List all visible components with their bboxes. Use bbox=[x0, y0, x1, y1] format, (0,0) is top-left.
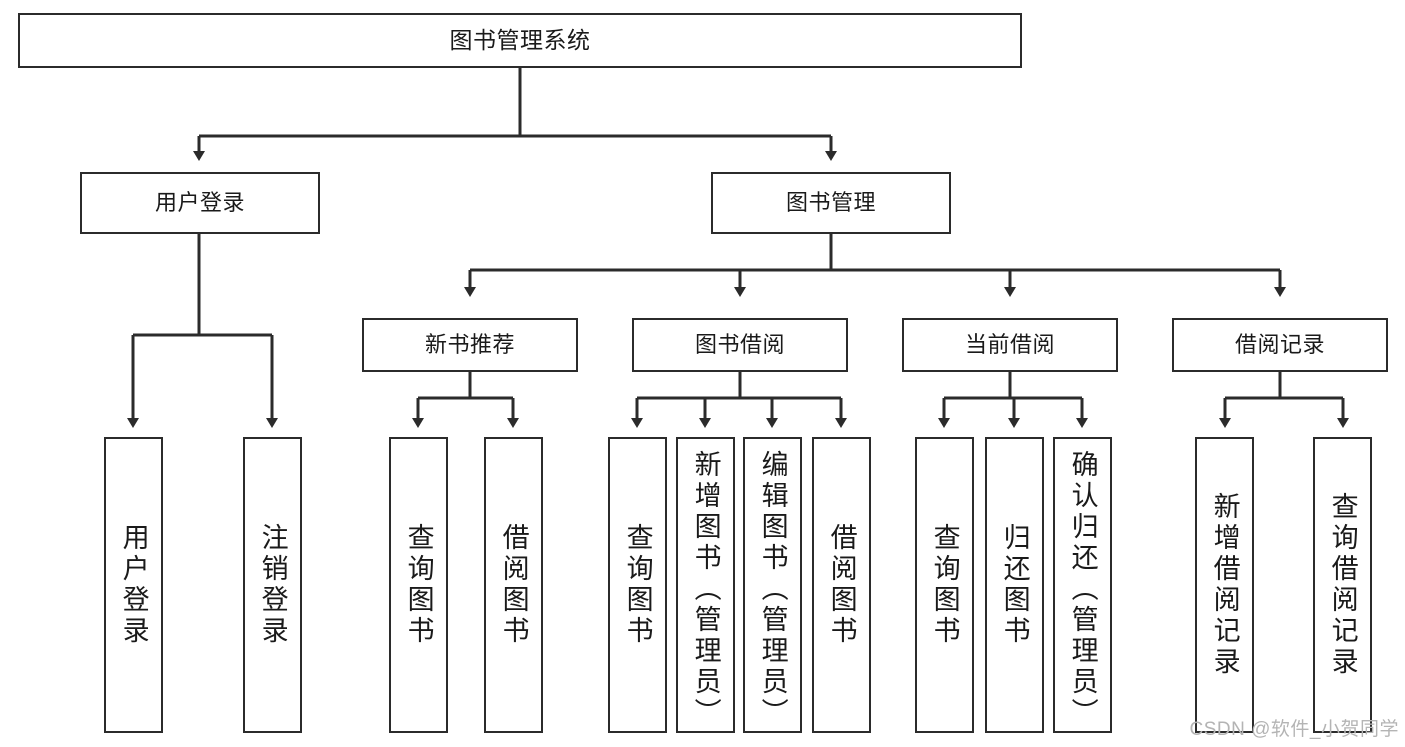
node-new-book-recommend-label: 新书推荐 bbox=[424, 331, 515, 357]
leaf-new-book-borrow[interactable]: 借阅图书 bbox=[484, 437, 543, 733]
watermark-text: CSDN @软件_小贺同学 bbox=[1189, 719, 1399, 740]
leaf-borrow-add-book[interactable]: 新增图书（管理员） bbox=[676, 437, 735, 733]
node-book-management[interactable]: 图书管理 bbox=[711, 172, 951, 234]
leaf-current-query[interactable]: 查询图书 bbox=[915, 437, 974, 733]
leaf-borrow-edit-book[interactable]: 编辑图书（管理员） bbox=[743, 437, 802, 733]
leaf-label: 确认归还（管理员） bbox=[1067, 450, 1098, 729]
node-book-borrow-label: 图书借阅 bbox=[694, 331, 785, 357]
leaf-label: 新增借阅记录 bbox=[1209, 492, 1240, 678]
leaf-record-add[interactable]: 新增借阅记录 bbox=[1195, 437, 1254, 733]
node-current-borrow-label: 当前借阅 bbox=[964, 331, 1055, 357]
leaf-new-book-query[interactable]: 查询图书 bbox=[389, 437, 448, 733]
leaf-label: 归还图书 bbox=[999, 523, 1030, 647]
leaf-user-login-signout[interactable]: 注销登录 bbox=[243, 437, 302, 733]
leaf-label: 编辑图书（管理员） bbox=[757, 450, 788, 729]
leaf-label: 用户登录 bbox=[118, 523, 149, 647]
node-user-login-label: 用户登录 bbox=[154, 189, 245, 215]
leaf-label: 借阅图书 bbox=[826, 523, 857, 647]
node-new-book-recommend[interactable]: 新书推荐 bbox=[362, 318, 578, 372]
leaf-current-return[interactable]: 归还图书 bbox=[985, 437, 1044, 733]
node-user-login[interactable]: 用户登录 bbox=[80, 172, 320, 234]
leaf-borrow-borrow-book[interactable]: 借阅图书 bbox=[812, 437, 871, 733]
leaf-user-login-signin[interactable]: 用户登录 bbox=[104, 437, 163, 733]
leaf-label: 注销登录 bbox=[257, 523, 288, 647]
node-current-borrow[interactable]: 当前借阅 bbox=[902, 318, 1118, 372]
node-root-label: 图书管理系统 bbox=[449, 26, 591, 53]
leaf-label: 查询图书 bbox=[929, 523, 960, 647]
leaf-label: 查询借阅记录 bbox=[1327, 492, 1358, 678]
leaf-borrow-query[interactable]: 查询图书 bbox=[608, 437, 667, 733]
leaf-label: 查询图书 bbox=[403, 523, 434, 647]
leaf-record-query[interactable]: 查询借阅记录 bbox=[1313, 437, 1372, 733]
leaf-label: 新增图书（管理员） bbox=[690, 450, 721, 729]
node-book-management-label: 图书管理 bbox=[785, 189, 876, 215]
node-borrow-record[interactable]: 借阅记录 bbox=[1172, 318, 1388, 372]
node-borrow-record-label: 借阅记录 bbox=[1234, 331, 1325, 357]
node-root[interactable]: 图书管理系统 bbox=[18, 13, 1022, 68]
node-book-borrow[interactable]: 图书借阅 bbox=[632, 318, 848, 372]
leaf-label: 查询图书 bbox=[622, 523, 653, 647]
leaf-current-confirm-return[interactable]: 确认归还（管理员） bbox=[1053, 437, 1112, 733]
leaf-label: 借阅图书 bbox=[498, 523, 529, 647]
